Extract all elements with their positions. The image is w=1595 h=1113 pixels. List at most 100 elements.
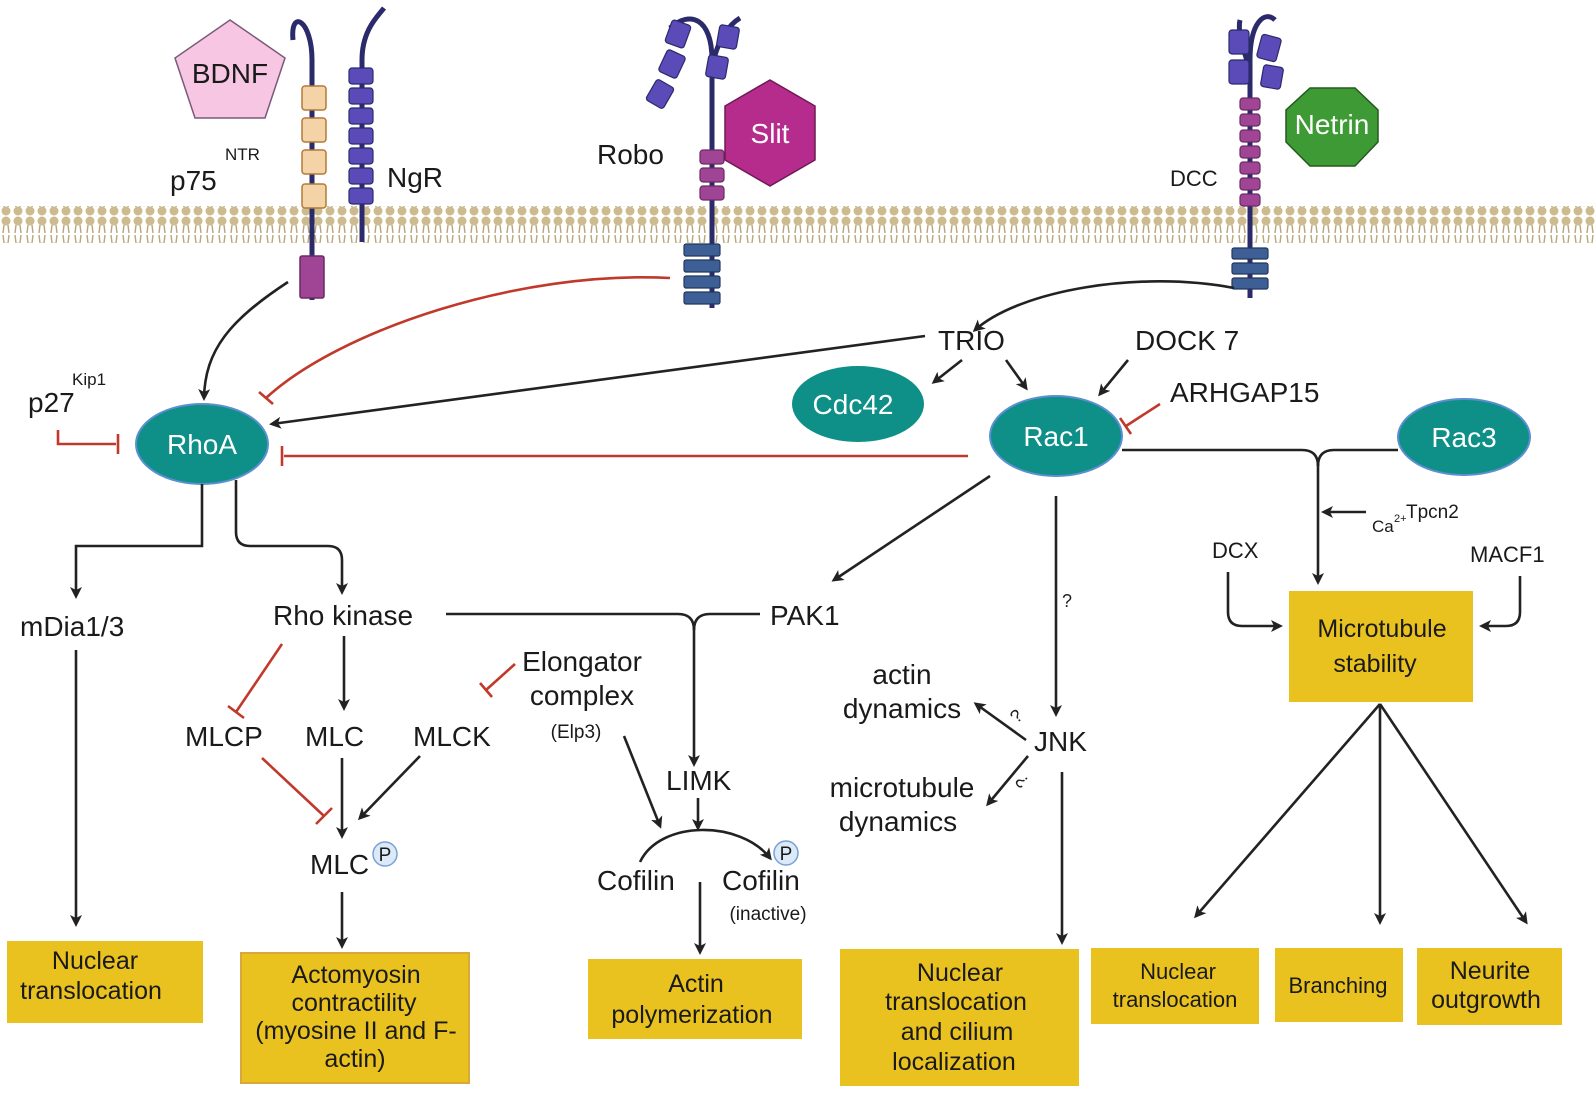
dcc-label: DCC <box>1170 166 1218 191</box>
inhibit-bar-mlcp-mlc-p <box>315 807 333 825</box>
svg-text:translocation: translocation <box>1113 987 1238 1012</box>
arrow-rhoa-to-rho-kinase <box>234 480 348 595</box>
svg-text:Branching: Branching <box>1288 973 1387 998</box>
mlc-phosphate-label: P <box>379 845 392 866</box>
inhibit-bar-arhgap15-rac1 <box>1118 417 1133 435</box>
svg-text:and cilium: and cilium <box>901 1018 1014 1046</box>
svg-text:Neurite: Neurite <box>1450 957 1531 985</box>
elongator-label-line2: complex <box>530 680 634 711</box>
arrow-dcc-to-trio <box>972 280 1235 332</box>
actin-dynamics-line1: actin <box>872 659 931 690</box>
netrin-ligand: Netrin <box>1285 87 1379 167</box>
jnk-label: JNK <box>1034 726 1087 757</box>
mlck-label: MLCK <box>413 721 491 752</box>
arrow-trio-to-rhoa <box>269 334 926 429</box>
p75-receptor <box>290 19 327 300</box>
outcome-branching: Branching <box>1275 948 1403 1022</box>
line-rac1-merge <box>1122 448 1320 467</box>
outcome-microtubule-stability: Microtubule stability <box>1289 591 1473 702</box>
svg-text:Actin: Actin <box>668 970 724 998</box>
cofilin-inactive-label: (inactive) <box>729 904 806 925</box>
inhibit-bar-robo-rhoa <box>258 391 274 405</box>
outcome-nuclear-translocation-2: Nuclear translocation <box>1091 948 1259 1024</box>
dock7-label: DOCK 7 <box>1135 325 1239 356</box>
cofilin-label: Cofilin <box>597 865 675 896</box>
arrow-mlck-to-mlc-p <box>357 755 421 821</box>
bdnf-ligand: BDNF <box>174 19 286 119</box>
elongator-label-line1: Elongator <box>522 646 642 677</box>
mlcp-label: MLCP <box>185 721 263 752</box>
arrow-microtubule-to-nuclear <box>1194 703 1381 919</box>
line-rho-kinase-merge <box>446 612 696 631</box>
calcium-label: Ca <box>1372 517 1394 536</box>
microtubule-dynamics-line2: dynamics <box>839 806 957 837</box>
dcc-receptor <box>1228 14 1284 298</box>
activation-arrows <box>70 280 1528 955</box>
jnk-microtubule-question: ? <box>1011 771 1033 792</box>
microtubule-dynamics-line1: microtubule <box>830 772 975 803</box>
actin-dynamics-line2: dynamics <box>843 693 961 724</box>
robo-label: Robo <box>597 139 664 170</box>
outcome-actin-polymerization: Actin polymerization <box>588 959 802 1039</box>
mdia-label: mDia1/3 <box>20 611 124 642</box>
svg-text:contractility: contractility <box>291 989 417 1017</box>
rac1-node: Rac1 <box>989 395 1123 477</box>
svg-text:Nuclear: Nuclear <box>1140 959 1216 984</box>
arrow-rhoa-to-mdia <box>70 484 204 599</box>
cofilin-phospho-label: Cofilin <box>722 865 800 896</box>
jnk-actin-question: ? <box>1006 705 1027 727</box>
arrow-microtubule-to-neurite <box>1378 703 1528 925</box>
cdc42-label: Cdc42 <box>813 389 894 420</box>
arrow-jnk-to-microtubule-dynamics <box>986 755 1029 807</box>
p75-label: p75 <box>170 165 217 196</box>
mlc-phospho-label: MLC <box>310 849 369 880</box>
mlc-label: MLC <box>305 721 364 752</box>
p27-kip1-superscript: Kip1 <box>72 370 106 389</box>
ngr-receptor <box>348 6 386 242</box>
inhibition-lines <box>56 276 1161 825</box>
svg-text:actin): actin) <box>324 1045 385 1073</box>
svg-text:Actomyosin: Actomyosin <box>291 961 420 989</box>
rhoa-node: RhoA <box>135 403 269 485</box>
line-rac3-merge <box>1316 448 1398 467</box>
cofilin-phosphate-label: P <box>780 844 793 865</box>
inhibit-bar-elongator-mlck <box>479 682 493 698</box>
arrow-jnk-to-actin-dynamics <box>973 702 1027 742</box>
arrow-trio-to-rac1 <box>1004 359 1028 391</box>
arrow-dcx-to-microtubule <box>1226 572 1283 632</box>
svg-text:translocation: translocation <box>885 988 1027 1016</box>
slit-label: Slit <box>751 118 790 149</box>
outcome-nuclear-translocation-cilium: Nuclear translocation and cilium localiz… <box>840 949 1079 1086</box>
svg-text:(myosine II and F-: (myosine II and F- <box>255 1017 456 1045</box>
cdc42-node: Cdc42 <box>792 366 924 442</box>
inhibit-elongator-to-mlck <box>485 663 516 691</box>
line-pak1-merge <box>692 612 760 631</box>
p75-ntr-superscript: NTR <box>225 145 260 164</box>
rho-kinase-label: Rho kinase <box>273 600 413 631</box>
inhibit-arhgap15-to-rac1 <box>1125 402 1161 428</box>
outcome-neurite-outgrowth: Neurite outgrowth <box>1417 948 1562 1025</box>
limk-label: LIMK <box>666 765 732 796</box>
macf1-label: MACF1 <box>1470 542 1545 567</box>
inhibit-p27-to-rhoa <box>56 430 116 446</box>
arrow-elongator-to-cofilin <box>622 735 663 829</box>
arrow-p75-to-rhoa <box>198 280 289 401</box>
outcome-nuclear-translocation-1: Nuclear translocation <box>7 941 203 1023</box>
svg-text:translocation: translocation <box>20 977 162 1005</box>
elp3-label: (Elp3) <box>551 722 602 743</box>
pak1-label: PAK1 <box>770 600 840 631</box>
arrow-trio-to-cdc42 <box>931 358 963 384</box>
rac1-label: Rac1 <box>1023 421 1088 452</box>
outcome-actomyosin-contractility: Actomyosin contractility (myosine II and… <box>240 952 470 1084</box>
arrow-cofilin-phosphorylation <box>638 828 772 863</box>
robo-receptor <box>645 15 742 308</box>
arhgap15-label: ARHGAP15 <box>1170 377 1319 408</box>
inhibit-rho-kinase-to-mlcp <box>234 643 284 713</box>
svg-text:Nuclear: Nuclear <box>52 947 138 975</box>
rac3-label: Rac3 <box>1431 422 1496 453</box>
svg-text:Microtubule: Microtubule <box>1317 615 1446 643</box>
svg-text:outgrowth: outgrowth <box>1431 986 1541 1014</box>
calcium-superscript: 2+ <box>1394 513 1407 525</box>
inhibit-bar-rho-kinase-mlcp <box>227 704 245 720</box>
